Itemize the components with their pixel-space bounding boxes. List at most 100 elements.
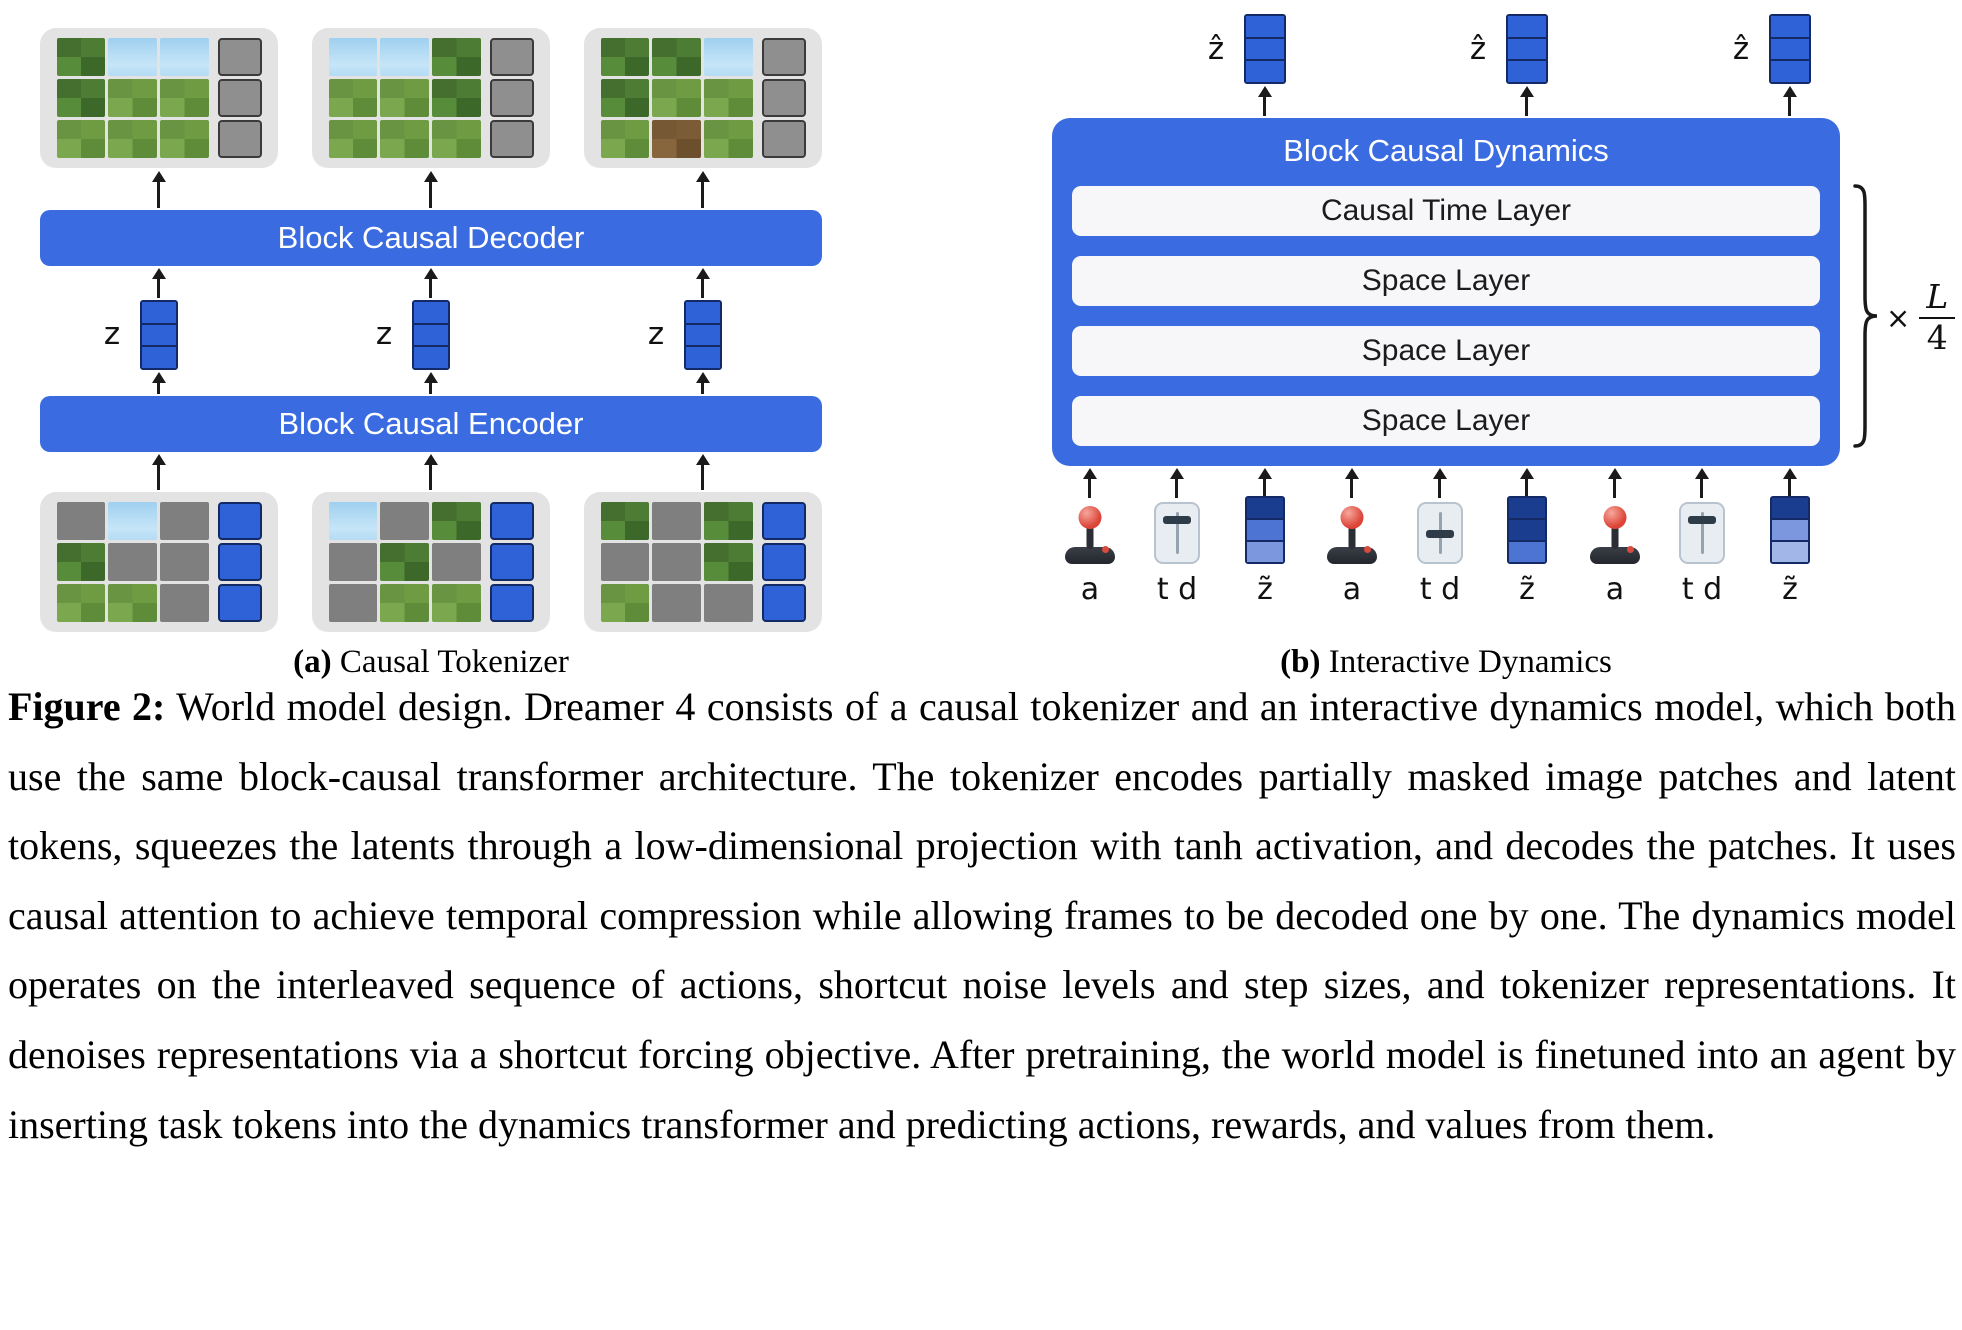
decoded-frame-tile [40,28,278,168]
joystick-stick [1611,526,1619,549]
joystick-button [1364,546,1371,553]
image-patch [108,584,157,622]
image-patch [328,502,378,540]
image-patch [703,79,753,117]
image-patch [380,543,429,581]
image-patch [431,38,481,76]
arrow-up [701,182,704,208]
dynamics-title: Block Causal Dynamics [1283,133,1609,168]
decoded-frame-tile [312,28,550,168]
z-label: z [103,316,121,352]
latent-token-cell [489,502,534,540]
image-patch-grid [56,502,209,622]
image-patch [703,502,753,540]
space-layer: Space Layer [1072,396,1820,446]
masked-frame-tile [584,492,822,632]
image-patch-grid [328,38,481,158]
latent-cell [142,302,176,323]
zhat-label: ẑ [1469,31,1487,67]
latent-cell [414,302,448,323]
decoder-label: Block Causal Decoder [277,220,585,255]
image-patch [56,38,106,76]
latent-cell [1509,540,1545,562]
noised-latent-stack [1245,496,1285,564]
latent-token-cell [217,79,262,117]
latent-token-column [217,502,262,622]
image-patch [703,584,753,622]
latent-cell [414,322,448,346]
predicted-latent-stack [1244,14,1286,84]
latent-z-stack [412,300,450,370]
arrow-up [157,182,160,208]
image-patch [159,584,209,622]
predicted-latent-stack [1769,14,1811,84]
image-patch [600,502,650,540]
panel-b-caption-text: Interactive Dynamics [1328,644,1612,680]
latent-cell [1246,36,1284,60]
arrow-up [1438,479,1441,498]
latent-cell [142,322,176,346]
image-patch [431,584,481,622]
arrow-up [429,383,432,394]
joystick-icon [1061,506,1119,564]
image-patch [431,543,481,581]
image-patch [380,584,429,622]
latent-token-column [217,38,262,158]
latent-cell [142,345,176,369]
fraction-numerator: L [1919,279,1956,319]
latent-token-cell [217,38,262,76]
latent-token-cell [761,584,806,622]
latent-token-column [761,502,806,622]
slider-icon [1154,502,1200,564]
image-patch [56,502,106,540]
latent-token-cell [761,120,806,158]
latent-token-cell [217,543,262,581]
zhat-label: ẑ [1732,31,1750,67]
latent-cell [1247,498,1283,518]
image-patch [600,120,650,158]
arrow-up [701,279,704,298]
latent-cell [1246,16,1284,37]
input-label-latent: z̃ [1782,572,1798,607]
arrow-up [1088,479,1091,498]
latent-token-cell [761,79,806,117]
image-patch [108,502,157,540]
latent-token-cell [761,543,806,581]
latent-cell [1508,36,1546,60]
image-patch [328,584,378,622]
latent-token-column [489,502,534,622]
input-label-action: a [1342,572,1362,607]
latent-cell [686,322,720,346]
joystick-button [1627,546,1634,553]
arrow-up [1613,479,1616,498]
image-patch [159,79,209,117]
causal-time-layer: Causal Time Layer [1072,186,1820,236]
image-patch [652,502,701,540]
times-sign: × [1886,300,1911,335]
arrow-up [701,465,704,490]
z-label: z [375,316,393,352]
predicted-latent-stack [1506,14,1548,84]
input-label-latent: z̃ [1519,572,1535,607]
arrow-up [157,279,160,298]
space-layer: Space Layer [1072,326,1820,376]
joystick-stick [1086,526,1094,549]
slider-icon [1417,502,1463,564]
latent-cell [1771,36,1809,60]
image-patch [108,120,157,158]
image-patch [328,79,378,117]
slider-handle [1163,516,1191,524]
figure-caption-tag: Figure 2: [8,684,166,729]
joystick-icon [1586,506,1644,564]
masked-frame-tile [40,492,278,632]
image-patch [600,584,650,622]
image-patch-grid [600,38,753,158]
latent-token-column [761,38,806,158]
decoded-frame-tile [584,28,822,168]
arrow-up [429,465,432,490]
latent-cell [1771,59,1809,83]
arrow-up [429,182,432,208]
image-patch [159,120,209,158]
encoder-label: Block Causal Encoder [278,406,584,441]
arrow-up [1525,97,1528,116]
